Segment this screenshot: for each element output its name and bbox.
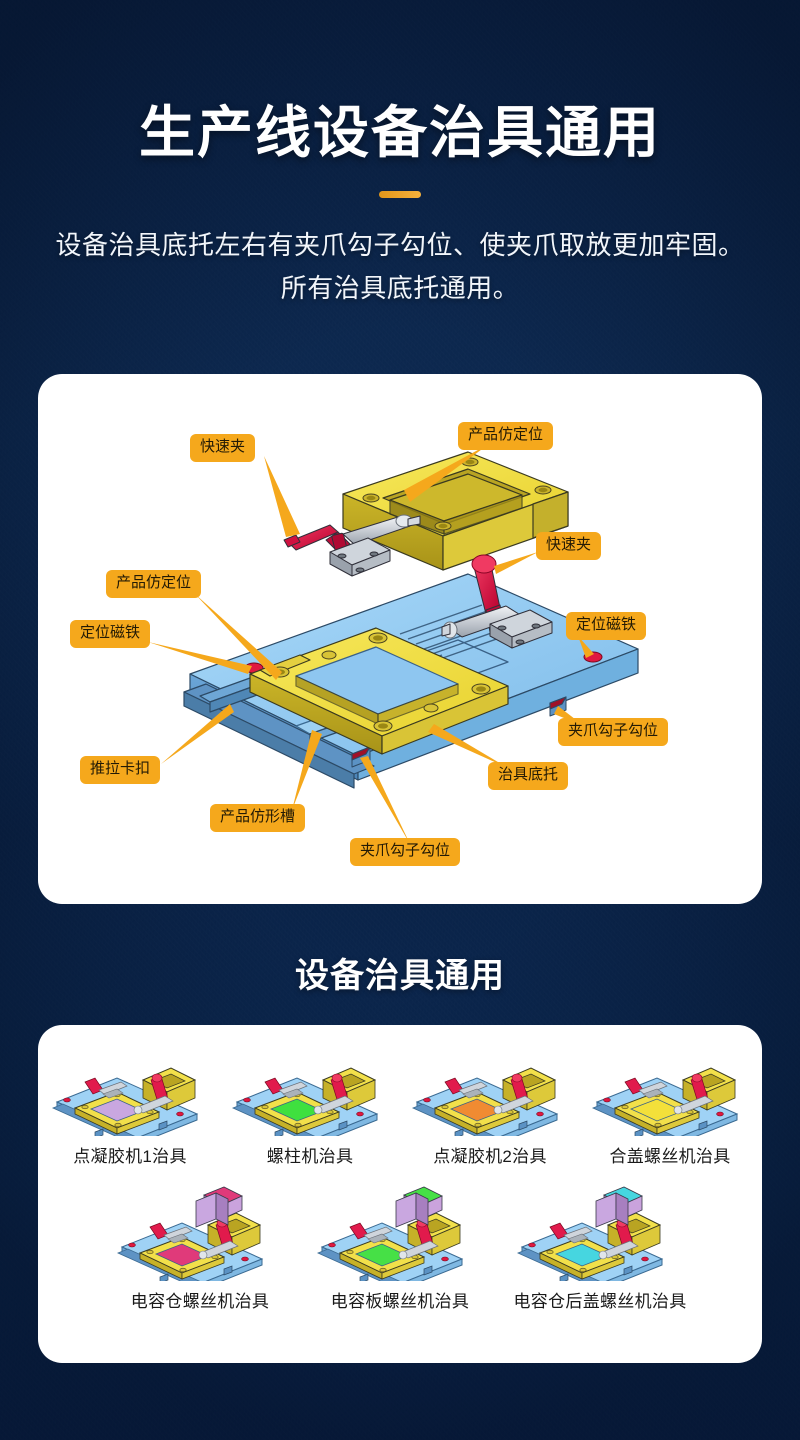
gallery-item[interactable]: 合盖螺丝机治具 <box>587 1040 753 1167</box>
gallery-item-caption: 点凝胶机2治具 <box>433 1147 547 1166</box>
gallery-item-caption: 电容仓螺丝机治具 <box>130 1292 270 1311</box>
fixture-thumbnail <box>516 1186 664 1281</box>
callout-gouwei-right[interactable]: 夹爪勾子勾位 <box>558 718 669 746</box>
quick-clamp-upper <box>283 514 421 577</box>
fixture-thumbnail <box>411 1067 559 1136</box>
gallery-item[interactable]: 螺柱机治具 <box>227 1040 393 1167</box>
fixture-thumbnail <box>116 1186 264 1281</box>
gallery-item[interactable]: 电容仓后盖螺丝机治具 <box>512 1185 688 1312</box>
page-title: 生产线设备治具通用 <box>139 101 661 164</box>
callout-kuaisujia-left[interactable]: 快速夹 <box>190 434 256 462</box>
callout-kuaisujia-right[interactable]: 快速夹 <box>536 532 602 560</box>
gallery-row-2: 电容仓螺丝机治具 电容板螺丝机治具 电容仓后盖螺丝机治具 <box>100 1185 700 1312</box>
upper-yellow-block <box>342 451 569 571</box>
callout-tuila-kakou[interactable]: 推拉卡扣 <box>80 756 161 784</box>
fixture-thumbnail <box>51 1067 199 1136</box>
callout-fangdingwei-top[interactable]: 产品仿定位 <box>458 422 554 450</box>
fixture-exploded-diagram <box>148 444 639 844</box>
callout-cixie-right[interactable]: 定位磁铁 <box>566 612 647 640</box>
section-title: 设备治具通用 <box>295 957 505 995</box>
gallery-item-caption: 电容仓后盖螺丝机治具 <box>513 1292 687 1311</box>
gallery-item[interactable]: 点凝胶机2治具 <box>407 1040 573 1167</box>
gallery-row-1: 点凝胶机1治具 螺柱机治具 点凝胶机2治具 合盖螺丝机治具 <box>40 1040 760 1167</box>
callout-leader-lines <box>148 444 594 844</box>
fixture-thumbnail <box>316 1186 464 1281</box>
gallery-item-caption: 螺柱机治具 <box>266 1147 354 1166</box>
gallery-item-caption: 电容板螺丝机治具 <box>330 1292 470 1311</box>
gallery-item[interactable]: 电容仓螺丝机治具 <box>112 1185 288 1312</box>
callout-gouwei-bottom[interactable]: 夹爪勾子勾位 <box>350 838 461 866</box>
fixture-thumbnail <box>591 1067 739 1136</box>
quick-clamp-lower <box>441 554 553 649</box>
callout-fangdingwei-left[interactable]: 产品仿定位 <box>106 570 202 598</box>
callout-fangxingcao[interactable]: 产品仿形槽 <box>210 804 306 832</box>
gallery-item-caption: 合盖螺丝机治具 <box>609 1147 731 1166</box>
hero-section: 生产线设备治具通用 设备治具底托左右有夹爪勾子勾位、使夹爪取放更加牢固。所有治具… <box>0 0 800 310</box>
accent-divider <box>379 191 421 198</box>
gallery-item[interactable]: 点凝胶机1治具 <box>47 1040 213 1167</box>
callout-cixie-left[interactable]: 定位磁铁 <box>70 620 151 648</box>
gallery-item-caption: 点凝胶机1治具 <box>73 1147 187 1166</box>
page-subtitle: 设备治具底托左右有夹爪勾子勾位、使夹爪取放更加牢固。所有治具底托通用。 <box>55 230 745 303</box>
fixture-thumbnail <box>231 1067 379 1136</box>
gallery-item[interactable]: 电容板螺丝机治具 <box>312 1185 488 1312</box>
callout-zhijudituo[interactable]: 治具底托 <box>488 762 569 790</box>
diagram-card: 快速夹 产品仿定位 产品仿定位 定位磁铁 快速夹 定位磁铁 夹爪勾子勾位 治具底… <box>38 374 762 904</box>
